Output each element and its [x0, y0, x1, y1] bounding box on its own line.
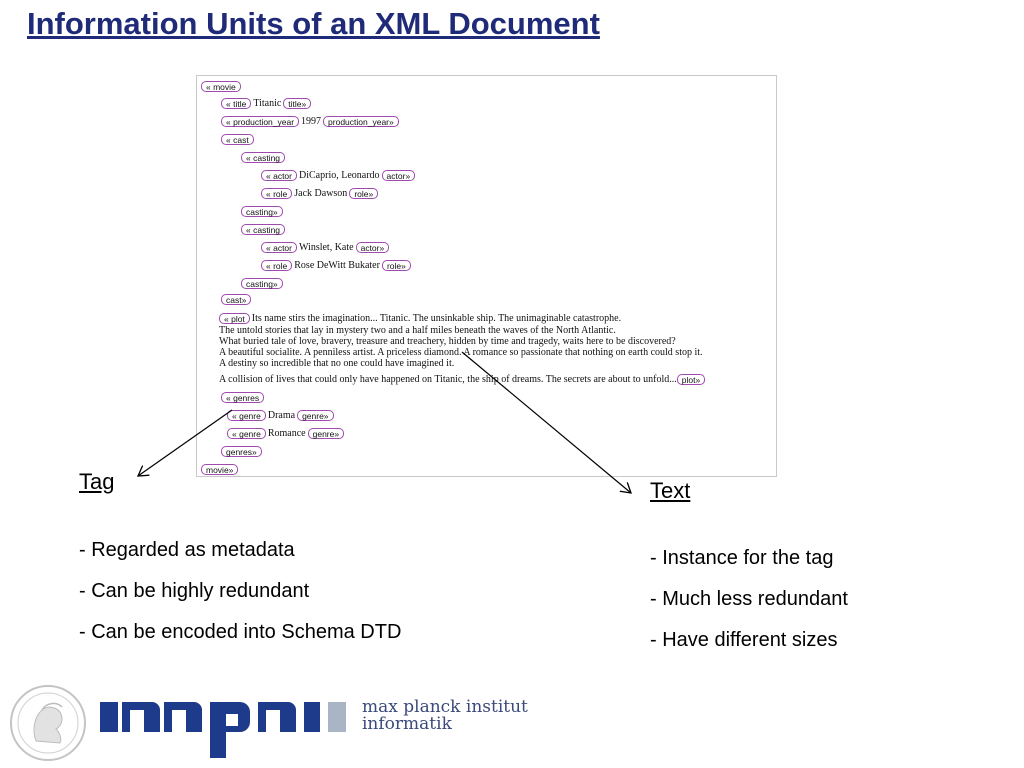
tag-point: - Can be encoded into Schema DTD [79, 621, 402, 643]
xml-text-value: Titanic [253, 97, 282, 109]
xml-text-value: 1997 [301, 115, 322, 127]
plot-text-line: A beautiful socialite. A penniless artis… [219, 347, 703, 358]
logo-line-1: max planck institut [362, 697, 528, 717]
xml-line: genres» [221, 444, 262, 459]
xml-open-tag: « plot [219, 313, 250, 324]
xml-line: casting» [241, 276, 283, 291]
tag-point: - Regarded as metadata [79, 539, 295, 561]
xml-open-tag: « genre [227, 410, 266, 421]
plot-text-line: The untold stories that lay in mystery t… [219, 325, 616, 336]
xml-text-value: DiCaprio, Leonardo [299, 169, 380, 181]
xml-close-tag: casting» [241, 278, 283, 289]
xml-open-tag: « movie [201, 81, 241, 92]
xml-close-tag: movie» [201, 464, 239, 475]
xml-close-tag: role» [381, 260, 411, 271]
xml-text-value: Romance [267, 427, 306, 439]
text-heading: Text [650, 478, 691, 503]
xml-close-tag: genres» [221, 446, 262, 457]
xml-open-tag: « actor [261, 170, 297, 181]
minerva-seal-icon [10, 685, 86, 761]
xml-line: « cast [221, 132, 254, 147]
xml-open-tag: « role [261, 188, 293, 199]
text-point: - Much less redundant [650, 588, 848, 610]
xml-line: « genres [221, 390, 265, 405]
text-point: - Have different sizes [650, 629, 838, 651]
xml-open-tag: « genres [221, 392, 265, 403]
xml-open-tag: « casting [241, 152, 286, 163]
plot-text-line: What buried tale of love, bravery, treas… [219, 336, 676, 347]
plot-first-line: « plot Its name stirs the imagination...… [219, 311, 623, 326]
plot-last-line: A collision of lives that could only hav… [219, 372, 706, 387]
xml-open-tag: « role [261, 260, 293, 271]
xml-open-tag: « cast [221, 134, 254, 145]
xml-text-value: Jack Dawson [294, 187, 348, 199]
plot-text-line: A destiny so incredible that no one coul… [219, 358, 455, 369]
tag-point: - Can be highly redundant [79, 580, 310, 602]
xml-close-tag: actor» [355, 242, 390, 253]
xml-close-tag: plot» [676, 374, 706, 385]
xml-open-tag: « casting [241, 224, 286, 235]
xml-line: « casting [241, 150, 286, 165]
xml-close-tag: genre» [307, 428, 345, 439]
xml-line: « casting [241, 222, 286, 237]
logo-wordmark: max planck institut informatik [362, 699, 528, 733]
xml-line: cast» [221, 292, 252, 307]
xml-close-tag: genre» [297, 410, 334, 421]
xml-line: movie» [201, 462, 239, 477]
plot-text-line: Its name stirs the imagination... Titani… [251, 312, 622, 324]
mpi-logo-icon [100, 702, 346, 758]
xml-close-tag: actor» [381, 170, 416, 181]
xml-open-tag: « actor [261, 242, 297, 253]
xml-text-value: Winslet, Kate [299, 241, 354, 253]
xml-close-tag: title» [283, 98, 312, 109]
xml-close-tag: casting» [241, 206, 283, 217]
xml-open-tag: « title [221, 98, 252, 109]
xml-close-tag: production_year» [323, 116, 399, 127]
plot-text-line: A collision of lives that could only hav… [219, 373, 677, 385]
xml-line: « movie [201, 79, 241, 94]
xml-text-value: Rose DeWitt Bukater [294, 259, 380, 271]
xml-line: casting» [241, 204, 283, 219]
xml-text-value: Drama [267, 409, 296, 421]
xml-close-tag: role» [349, 188, 379, 199]
text-point: - Instance for the tag [650, 547, 834, 569]
logo-line-2: informatik [362, 714, 452, 734]
xml-open-tag: « genre [227, 428, 266, 439]
tag-heading: Tag [79, 469, 115, 494]
slide-title: Information Units of an XML Document [27, 6, 600, 41]
xml-open-tag: « production_year [221, 116, 300, 127]
xml-close-tag: cast» [221, 294, 252, 305]
